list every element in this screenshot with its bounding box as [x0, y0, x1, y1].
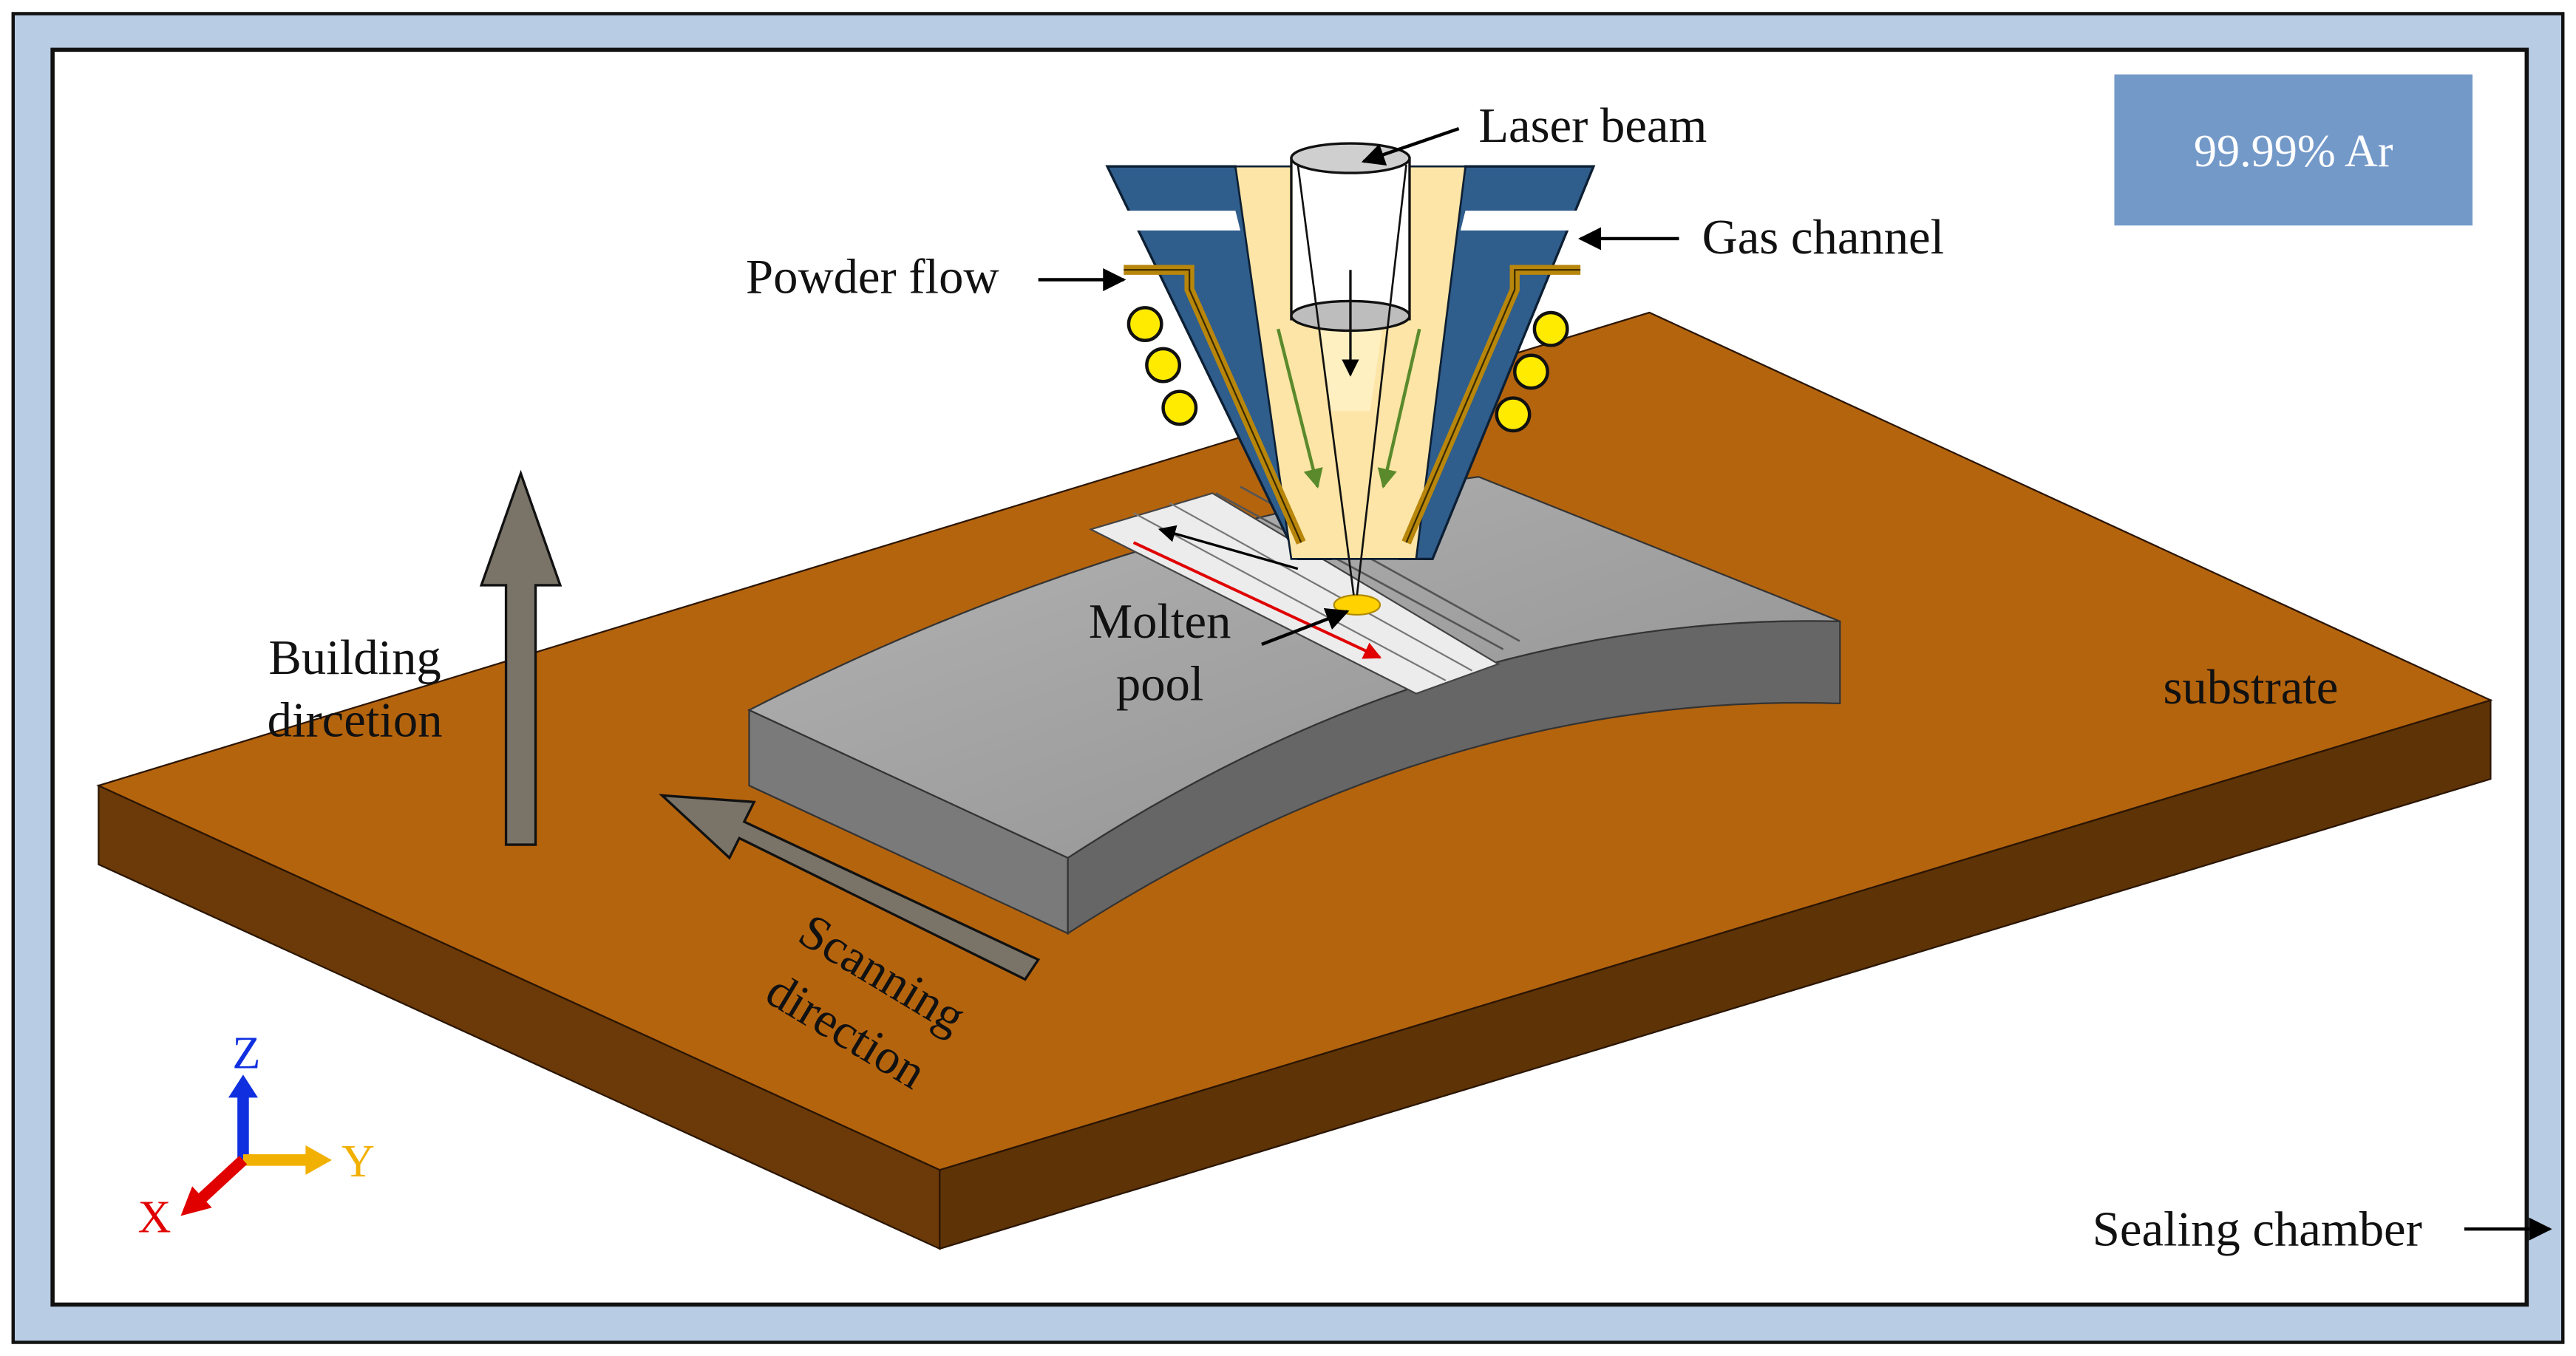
deposited-part	[747, 476, 1841, 936]
molten-pool	[1333, 594, 1382, 616]
powder-particle	[1495, 396, 1532, 433]
gas-flow-arrow-right	[1377, 328, 1421, 489]
axis-y-label: Y	[341, 1137, 375, 1187]
track-scan-arrow	[1132, 541, 1382, 659]
powder-particle	[1512, 353, 1549, 390]
atmosphere-label: 99.99% Ar	[2194, 126, 2393, 177]
axis-x-label: X	[137, 1193, 171, 1243]
laser-beam-line-left	[1297, 164, 1355, 596]
building-direction-label-line1: Building	[268, 631, 441, 685]
powder-particle	[1161, 389, 1198, 426]
deposition-nozzle	[1105, 142, 1596, 596]
gas-flow-arrow-left	[1277, 328, 1323, 489]
powder-flow-label: Powder flow	[746, 250, 999, 304]
sealing-chamber-label: Sealing chamber	[2093, 1202, 2422, 1256]
scanning-direction-arrow	[659, 794, 1041, 981]
building-direction-arrow	[479, 469, 563, 846]
deposited-track	[1088, 492, 1501, 695]
molten-pool-label-line1: Molten	[1089, 595, 1231, 649]
laser-beam-label: Laser beam	[1478, 99, 1707, 153]
axis-x-arrow	[196, 1156, 248, 1204]
molten-pool-label-line2: pool	[1116, 658, 1204, 712]
coordinate-axes: Z Y X	[137, 1028, 375, 1242]
axis-z-label: Z	[232, 1028, 260, 1078]
powder-particle	[1145, 347, 1182, 384]
gas-channel-label: Gas channel	[1702, 211, 1945, 265]
laser-beam-pointer	[1361, 126, 1460, 166]
molten-pool-pointer	[1261, 608, 1350, 647]
laser-lens-top	[1290, 142, 1411, 174]
deposit-top-face	[747, 476, 1841, 859]
substrate-label: substrate	[2163, 661, 2338, 715]
powder-particle	[1126, 306, 1163, 342]
track-return-arrow	[1158, 525, 1299, 570]
building-direction-label-line2: dircetion	[268, 693, 443, 747]
laser-beam-line-right	[1356, 164, 1407, 596]
powder-particle	[1532, 310, 1569, 347]
atmosphere-box	[2114, 74, 2473, 226]
